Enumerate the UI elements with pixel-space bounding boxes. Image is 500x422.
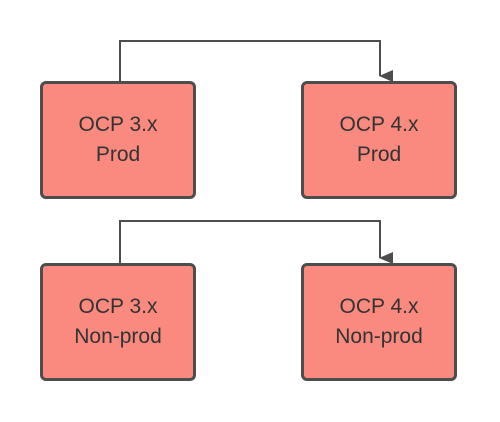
node-label-line1: OCP 3.x [78,295,158,318]
node-label-line1: OCP 4.x [339,295,419,318]
node-label-line2: Prod [356,143,402,166]
node-ocp3-prod: OCP 3.x Prod [40,81,196,199]
node-label-line1: OCP 3.x [78,113,158,136]
node-label-line1: OCP 4.x [339,113,419,136]
node-ocp4-prod: OCP 4.x Prod [301,81,457,199]
connector-nonprod-migration [119,220,393,264]
node-label-line2: Prod [95,143,141,166]
node-ocp4-nonprod: OCP 4.x Non-prod [301,263,457,381]
node-ocp3-nonprod: OCP 3.x Non-prod [40,263,196,381]
node-label-line2: Non-prod [335,325,423,348]
node-label-line2: Non-prod [74,325,162,348]
connector-prod-migration [119,40,393,82]
